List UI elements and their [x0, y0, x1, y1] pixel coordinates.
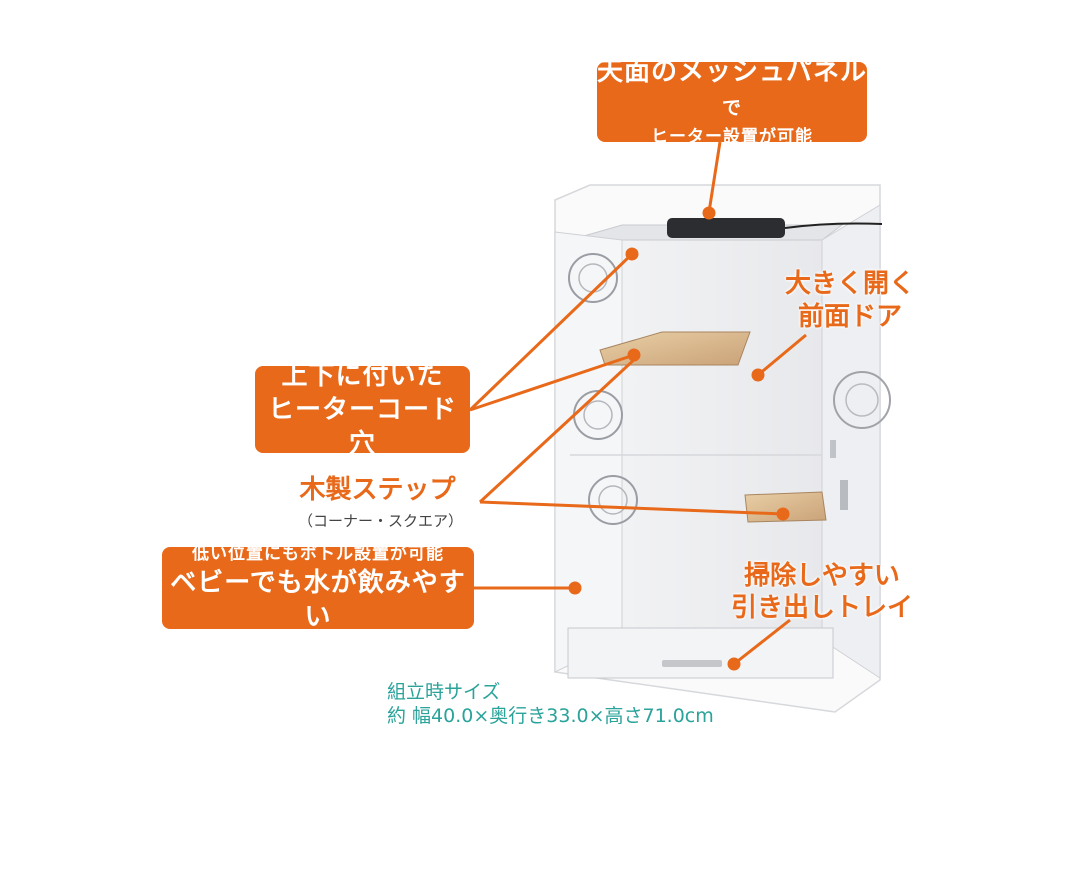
callout-bottle: 低い位置にもボトル設置が可能 ベビーでも水が飲みやすい — [162, 544, 474, 632]
callout-top-mesh: 天面のメッシュパネルで ヒーター設置が可能 — [597, 57, 867, 147]
callout-cord-hole-line2: ヒーターコード穴 — [267, 394, 457, 459]
assembled-size: 組立時サイズ 約 幅40.0×奥行き33.0×高さ71.0cm — [387, 680, 807, 728]
callout-tray: 掃除しやすい 引き出しトレイ — [722, 560, 922, 624]
cage — [554, 184, 891, 713]
callout-wood-step-sub: （コーナー・スクエア） — [297, 512, 463, 530]
callout-bottle-line2: ベビーでも水が飲みやすい — [170, 568, 466, 632]
callout-top-mesh-title: 天面のメッシュパネル — [597, 57, 868, 87]
callout-top-mesh-suffix: で — [721, 97, 742, 119]
callout-cord-hole-line1: 上下に付いた — [281, 360, 444, 391]
callout-tray-line2: 引き出しトレイ — [730, 593, 913, 623]
callout-cord-hole: 上下に付いた ヒーターコード穴 — [255, 361, 470, 459]
leader-lines — [468, 141, 807, 671]
callout-bottle-line1: 低い位置にもボトル設置が可能 — [192, 544, 444, 564]
callout-top-mesh-sub: ヒーター設置が可能 — [651, 127, 813, 147]
callout-front-door-line1: 大きく開く — [784, 269, 915, 299]
callout-front-door-line2: 前面ドア — [797, 302, 902, 332]
assembled-size-dimensions: 約 幅40.0×奥行き33.0×高さ71.0cm — [387, 705, 714, 727]
callout-wood-step-title: 木製ステップ — [299, 475, 456, 505]
callout-wood-step: 木製ステップ — [285, 474, 470, 506]
assembled-size-label: 組立時サイズ — [387, 681, 501, 703]
callout-front-door: 大きく開く 前面ドア — [770, 268, 930, 334]
callout-tray-line1: 掃除しやすい — [744, 561, 900, 591]
